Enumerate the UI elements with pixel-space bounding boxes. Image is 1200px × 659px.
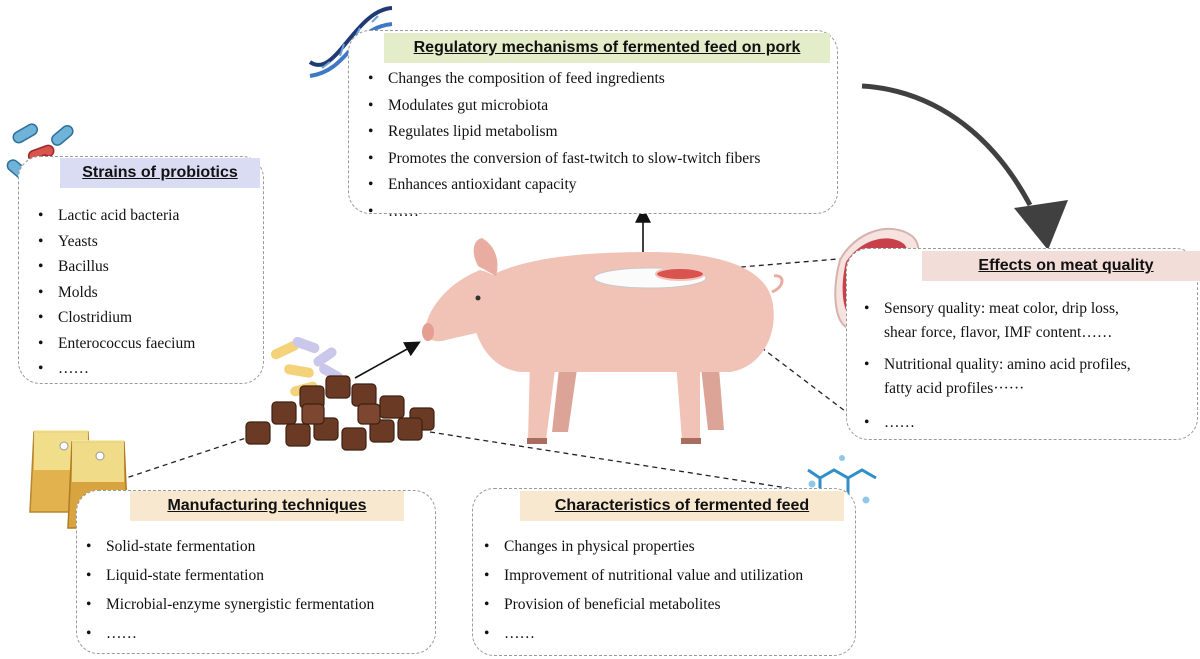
list-item: Clostridium (36, 305, 195, 331)
list-item: …… (482, 619, 803, 648)
regulatory-mechanisms-title: Regulatory mechanisms of fermented feed … (384, 33, 830, 63)
connector-pig-to-effects-top (704, 257, 851, 271)
list-item: Provision of beneficial metabolites (482, 590, 803, 619)
list-item: …… (36, 356, 195, 382)
effects-title: Effects on meat quality (922, 251, 1200, 281)
strains-list: Lactic acid bacteria Yeasts Bacillus Mol… (36, 203, 195, 382)
pig-illustration (422, 238, 784, 444)
list-item: Modulates gut microbiota (366, 93, 760, 120)
list-item: Enterococcus faecium (36, 331, 195, 357)
list-item: Changes in physical properties (482, 532, 803, 561)
manufacturing-title: Manufacturing techniques (130, 491, 404, 521)
list-item: Yeasts (36, 229, 195, 255)
list-item: Molds (36, 280, 195, 306)
list-item: Enhances antioxidant capacity (366, 172, 760, 199)
list-item: Improvement of nutritional value and uti… (482, 561, 803, 590)
list-item: Solid-state fermentation (84, 532, 374, 561)
regulatory-mechanisms-list: Changes the composition of feed ingredie… (366, 66, 760, 225)
list-item: Lactic acid bacteria (36, 203, 195, 229)
connector-feed-to-characteristics (429, 431, 801, 491)
list-item: Regulates lipid metabolism (366, 119, 760, 146)
list-item: Microbial-enzyme synergistic fermentatio… (84, 590, 374, 619)
characteristics-list: Changes in physical properties Improveme… (482, 532, 803, 648)
arrow-feed-to-pig (354, 341, 421, 379)
list-item: …… (862, 411, 1131, 435)
list-item: Sensory quality: meat color, drip loss, (862, 297, 1131, 321)
list-item: Changes the composition of feed ingredie… (366, 66, 760, 93)
list-item: Promotes the conversion of fast-twitch t… (366, 146, 760, 173)
list-item: …… (84, 619, 374, 648)
effects-list: Sensory quality: meat color, drip loss, … (862, 297, 1131, 435)
list-item-continuation: fatty acid profiles······ (884, 380, 1025, 397)
probiotic-capsules-icon (270, 336, 343, 397)
list-item: Bacillus (36, 254, 195, 280)
feed-pellets-icon (245, 375, 435, 451)
manufacturing-list: Solid-state fermentation Liquid-state fe… (84, 532, 374, 648)
list-item: Liquid-state fermentation (84, 561, 374, 590)
list-item: Nutritional quality: amino acid profiles… (862, 353, 1131, 377)
curved-arrow (861, 83, 1068, 250)
characteristics-title: Characteristics of fermented feed (520, 491, 844, 521)
list-item: …… (366, 199, 760, 226)
list-item-continuation: shear force, flavor, IMF content…… (884, 324, 1113, 341)
strains-title: Strains of probiotics (60, 158, 260, 188)
